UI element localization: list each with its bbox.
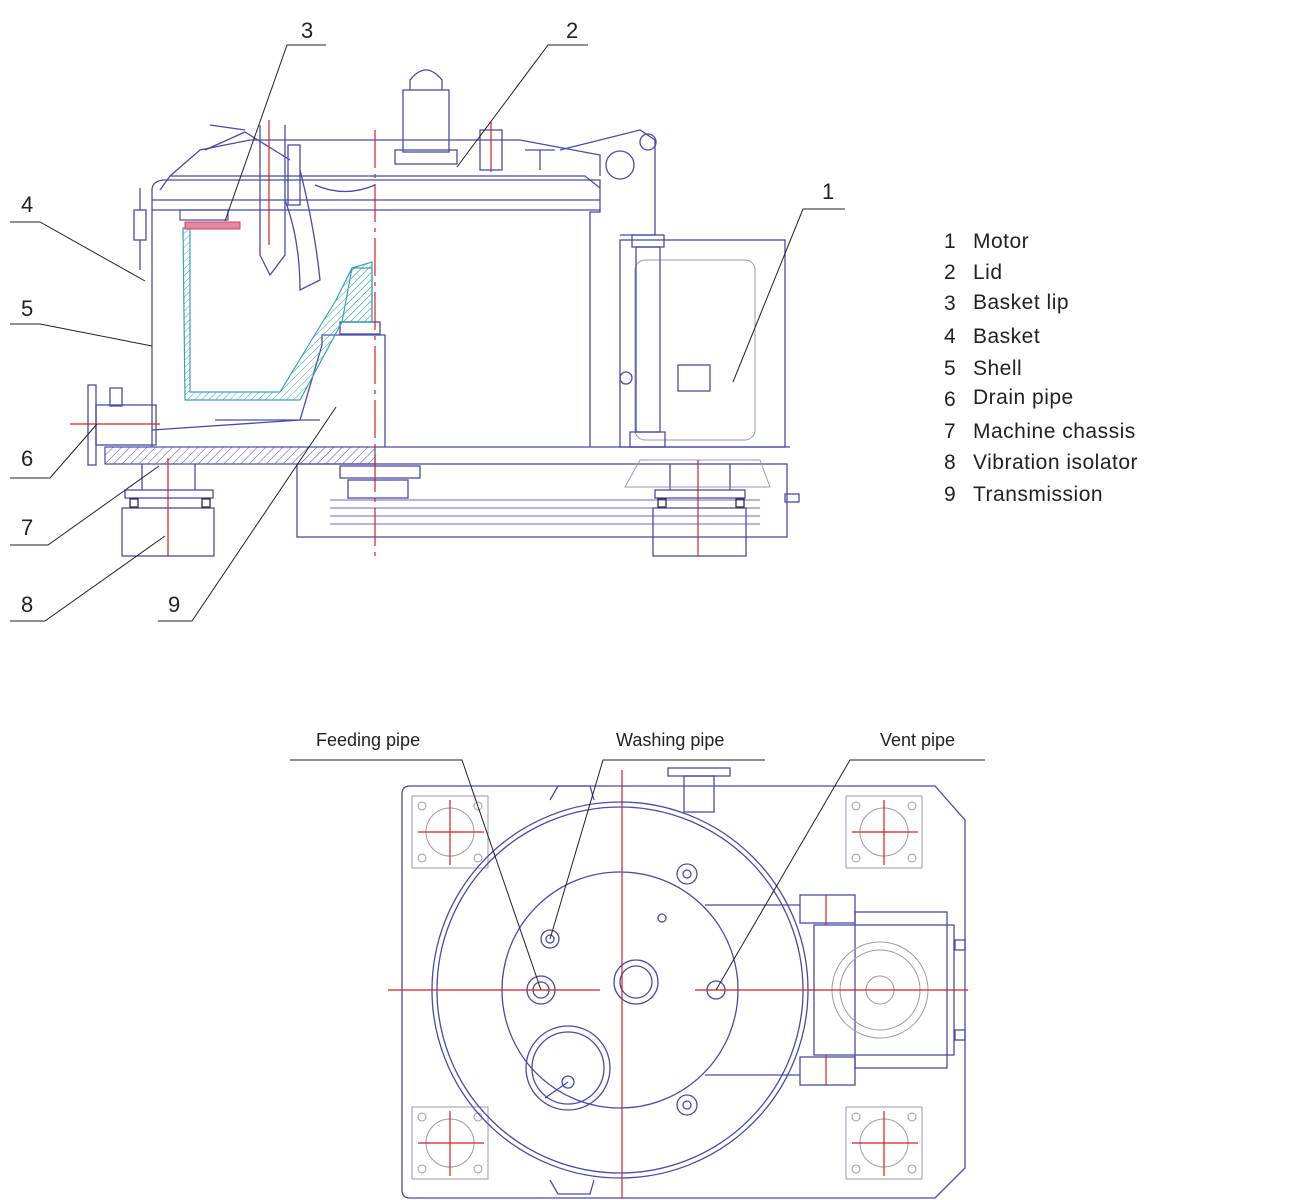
callout-8: 8 (21, 592, 33, 617)
legend-label-8: Vibration isolator (973, 451, 1138, 474)
central-hub (613, 959, 659, 1005)
legend-num-6: 6 (944, 388, 956, 411)
shell (151, 175, 601, 447)
lid-motor-housing (525, 1025, 611, 1111)
legend-label-6: Drain pipe (973, 386, 1074, 409)
legend-num-9: 9 (944, 483, 956, 506)
side-view: 1 2 3 4 5 6 7 8 9 (10, 18, 845, 622)
legend-label-5: Shell (973, 357, 1022, 380)
vibration-isolator-right (652, 464, 747, 557)
callout-7: 7 (21, 515, 33, 540)
callout-leaders (10, 44, 845, 622)
washing-pipe-circle (540, 929, 560, 949)
feeding-pipe-label: Feeding pipe (316, 730, 420, 750)
vent-pipe-label: Vent pipe (880, 730, 955, 750)
legend-num-7: 7 (944, 420, 956, 443)
callout-6: 6 (21, 446, 33, 471)
lid-latch (133, 124, 291, 270)
legend-label-7: Machine chassis (973, 420, 1136, 443)
legend-num-4: 4 (944, 325, 956, 348)
legend-num-2: 2 (944, 261, 956, 284)
legend: 1 Motor 2 Lid 3 Basket lip 4 Basket 5 Sh… (944, 230, 1138, 506)
legend-label-9: Transmission (973, 483, 1103, 506)
callout-2: 2 (566, 18, 578, 43)
callout-1: 1 (822, 179, 834, 204)
legend-num-3: 3 (944, 292, 956, 315)
transmission (296, 463, 800, 538)
callout-5: 5 (21, 296, 33, 321)
base-frame (401, 785, 966, 1199)
legend-label-3: Basket lip (973, 291, 1069, 314)
legend-num-5: 5 (944, 357, 956, 380)
legend-label-2: Lid (973, 261, 1003, 284)
legend-label-1: Motor (973, 230, 1029, 253)
top-flange-pipe (667, 767, 731, 813)
washing-pipe-label: Washing pipe (616, 730, 724, 750)
legend-num-8: 8 (944, 451, 956, 474)
top-view: Feeding pipe Washing pipe Vent pipe (290, 730, 985, 1199)
legend-label-4: Basket (973, 325, 1040, 348)
callout-4: 4 (21, 192, 33, 217)
basket (182, 227, 373, 401)
callout-9: 9 (168, 592, 180, 617)
feed-pipe-side (259, 125, 321, 292)
legend-num-1: 1 (944, 230, 956, 253)
motor (619, 234, 786, 488)
callout-3: 3 (301, 18, 313, 43)
basket-lip (179, 209, 241, 230)
machine-chassis (104, 446, 376, 465)
